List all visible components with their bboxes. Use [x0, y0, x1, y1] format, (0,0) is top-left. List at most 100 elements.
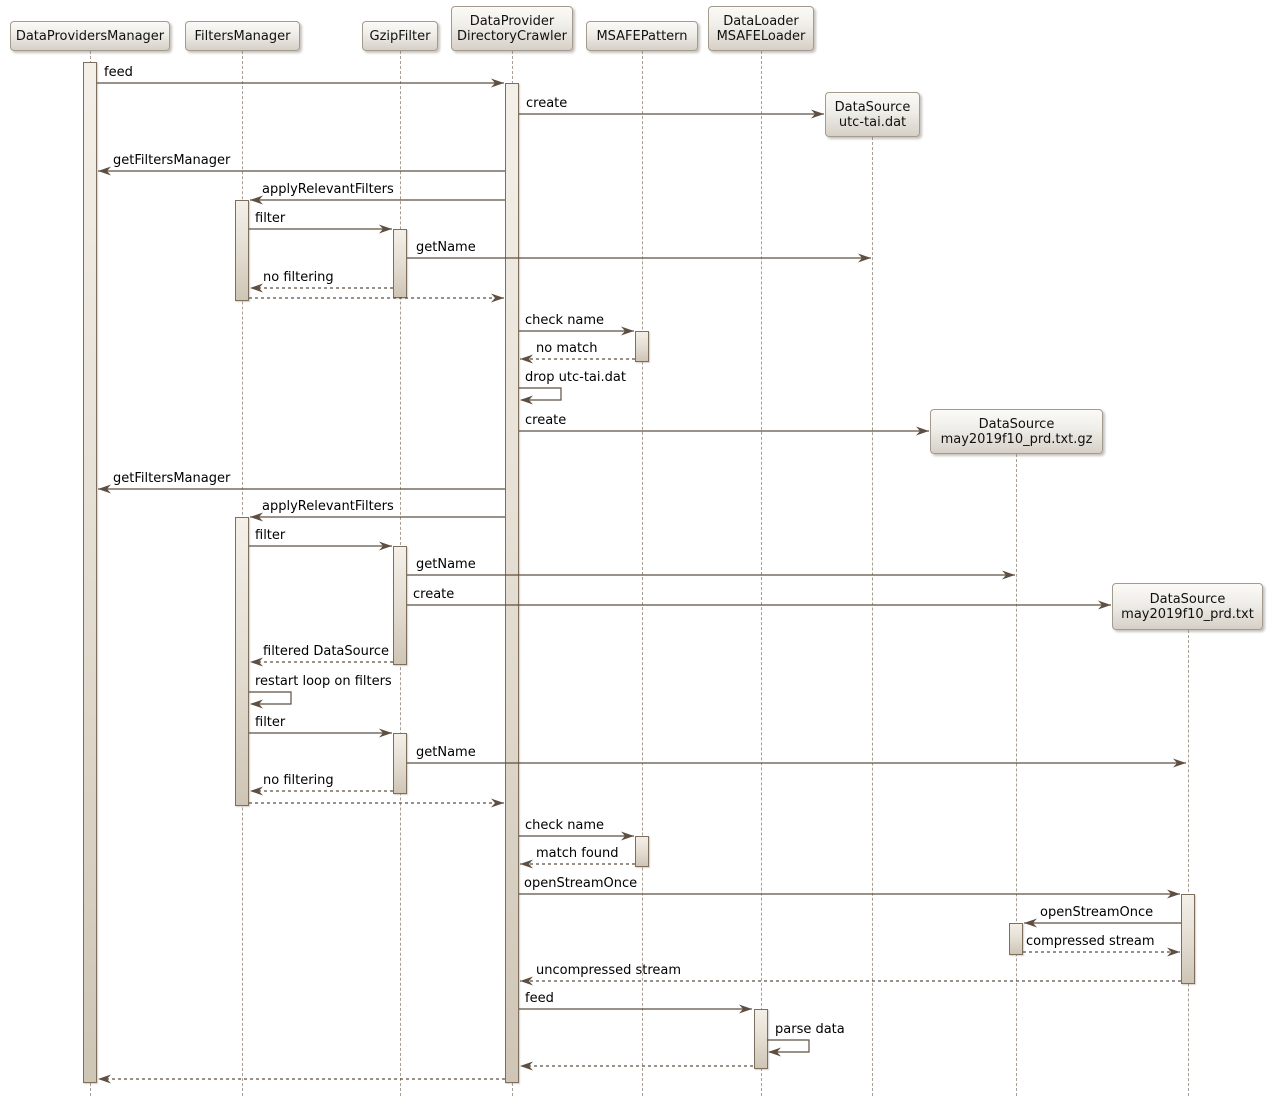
activation-bar — [393, 546, 407, 665]
message-label: feed — [104, 65, 133, 80]
arrowhead-icon — [621, 326, 634, 336]
arrowhead-icon — [379, 541, 392, 551]
message-label: no filtering — [263, 773, 334, 788]
arrowhead-icon — [768, 1047, 781, 1057]
message-label: applyRelevantFilters — [262, 182, 394, 197]
arrowhead-icon — [916, 426, 929, 436]
arrowhead-icon — [379, 224, 392, 234]
arrowhead-icon — [739, 1004, 752, 1014]
message-label: restart loop on filters — [255, 674, 392, 689]
participant-label: DataProvidersManager — [15, 28, 165, 44]
arrowhead-icon — [250, 283, 263, 293]
activation-bar — [754, 1009, 768, 1069]
arrowhead-icon — [98, 484, 111, 494]
arrowhead-icon — [98, 166, 111, 176]
lifeline-datasource-utc-tai — [872, 137, 873, 1096]
arrowhead-icon — [379, 728, 392, 738]
message-label: drop utc-tai.dat — [525, 370, 626, 385]
message-label: uncompressed stream — [536, 963, 682, 978]
activation-bar — [235, 200, 249, 301]
message-label: check name — [525, 818, 605, 833]
message-label: getName — [416, 557, 476, 572]
participant-label: may2019f10_prd.txt — [1121, 606, 1254, 622]
message-label: filtered DataSource — [263, 644, 390, 659]
message-label: compressed stream — [1026, 934, 1155, 949]
participant-label: DataLoader — [723, 13, 799, 29]
message-label: create — [413, 587, 455, 602]
participant-label: MSAFELoader — [716, 28, 806, 44]
participant-label: utc-tai.dat — [838, 114, 907, 130]
arrowhead-icon — [621, 831, 634, 841]
participant-label: DataProvider — [469, 13, 555, 29]
participant-msafe-pattern: MSAFEPattern — [586, 21, 698, 51]
message-label: feed — [525, 991, 554, 1006]
arrowhead-icon — [98, 1074, 111, 1084]
message-label: filter — [255, 528, 286, 543]
message-line — [249, 691, 292, 705]
arrowhead-icon — [858, 253, 871, 263]
message-label: create — [526, 96, 568, 111]
arrowhead-icon — [1167, 889, 1180, 899]
arrowhead-icon — [520, 395, 533, 405]
arrowhead-icon — [491, 798, 504, 808]
activation-bar — [83, 62, 97, 1083]
arrowhead-icon — [1002, 570, 1015, 580]
activation-bar — [635, 331, 649, 362]
message-label: filter — [255, 211, 286, 226]
message-label: check name — [525, 313, 605, 328]
participant-label: may2019f10_prd.txt.gz — [940, 431, 1093, 447]
message-label: match found — [536, 846, 619, 861]
arrowhead-icon — [250, 699, 263, 709]
activation-bar — [393, 229, 407, 298]
activation-bar — [1009, 923, 1023, 955]
participant-label: DataSource — [978, 416, 1055, 432]
message-label: applyRelevantFilters — [262, 499, 394, 514]
activation-bar — [635, 836, 649, 867]
arrowhead-icon — [1024, 918, 1037, 928]
participant-label: DataSource — [1149, 591, 1226, 607]
message-line — [519, 387, 562, 401]
participant-label: GzipFilter — [369, 28, 431, 44]
message-label: getFiltersManager — [113, 153, 231, 168]
participant-gzip-filter: GzipFilter — [362, 21, 438, 51]
message-label: parse data — [775, 1022, 845, 1037]
participant-label: DataSource — [834, 99, 911, 115]
message-label: getName — [416, 240, 476, 255]
message-label: no filtering — [263, 270, 334, 285]
participant-filters-manager: FiltersManager — [185, 21, 300, 51]
lifeline-datasource-txt — [1188, 630, 1189, 1096]
message-label: create — [525, 413, 567, 428]
activation-bar — [1181, 894, 1195, 984]
arrowhead-icon — [811, 109, 824, 119]
arrowhead-icon — [250, 786, 263, 796]
arrowhead-icon — [1167, 947, 1180, 957]
arrowhead-icon — [1098, 600, 1111, 610]
arrowhead-icon — [520, 1061, 533, 1071]
participant-data-providers-manager: DataProvidersManager — [10, 21, 170, 51]
arrowhead-icon — [491, 293, 504, 303]
activation-bar — [235, 517, 249, 806]
participant-label: MSAFEPattern — [596, 28, 688, 44]
arrowhead-icon — [491, 78, 504, 88]
participant-label: DirectoryCrawler — [457, 28, 567, 44]
arrowhead-icon — [520, 976, 533, 986]
message-label: no match — [536, 341, 598, 356]
arrowhead-icon — [1173, 758, 1186, 768]
participant-label: FiltersManager — [194, 28, 291, 44]
message-label: filter — [255, 715, 286, 730]
message-label: getName — [416, 745, 476, 760]
arrowhead-icon — [520, 859, 533, 869]
message-label: getFiltersManager — [113, 471, 231, 486]
activation-bar — [393, 733, 407, 794]
lifeline-msafe-loader — [761, 51, 762, 1096]
arrowhead-icon — [250, 657, 263, 667]
message-label: openStreamOnce — [1040, 905, 1154, 920]
message-label: openStreamOnce — [524, 876, 638, 891]
message-line — [767, 1039, 810, 1053]
arrowhead-icon — [520, 354, 533, 364]
